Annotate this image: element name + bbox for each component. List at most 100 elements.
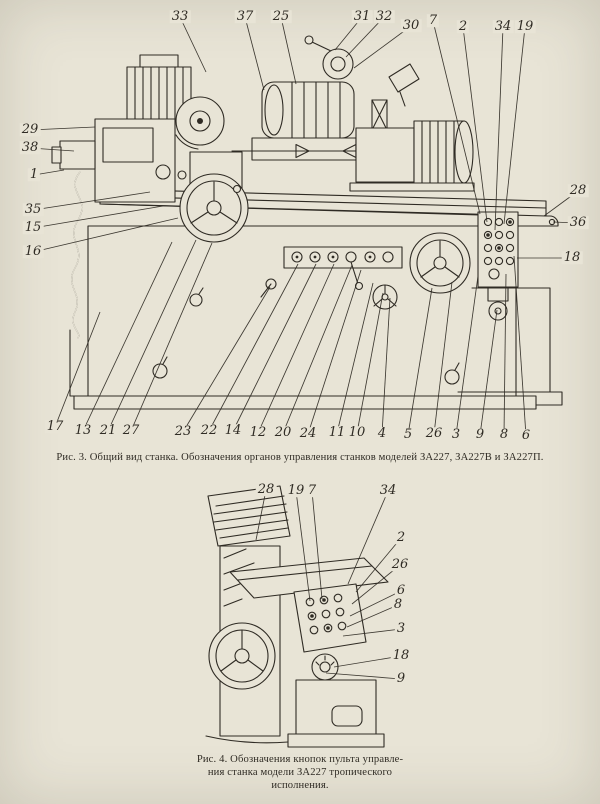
leader-line-19 <box>503 26 526 225</box>
leader-line-8 <box>503 273 507 436</box>
callout-35: 35 <box>22 202 44 218</box>
callout-18: 18 <box>390 648 412 664</box>
leader-line-27 <box>130 242 213 432</box>
callout-4: 4 <box>375 426 389 442</box>
leader-line-6 <box>513 255 527 437</box>
table-top <box>229 557 389 599</box>
callout-2: 2 <box>394 530 408 546</box>
callout-30: 30 <box>400 18 422 34</box>
leader-line-2 <box>462 26 488 223</box>
callout-32: 32 <box>373 9 395 25</box>
fig3-leader-lines <box>29 16 579 437</box>
callout-25: 25 <box>270 9 292 25</box>
callout-21: 21 <box>97 423 119 439</box>
callout-20: 20 <box>272 425 294 441</box>
leader-line-3 <box>342 628 402 637</box>
callout-8: 8 <box>391 597 405 613</box>
front-control-strip <box>260 246 403 298</box>
push-button-station <box>477 211 519 321</box>
leader-line-24 <box>307 269 362 435</box>
leader-line-30 <box>353 25 412 69</box>
callout-26: 26 <box>423 426 445 442</box>
base-pedestal <box>205 679 385 748</box>
figure-4-caption-line-3: исполнения. <box>271 780 329 791</box>
callout-19: 19 <box>514 19 536 35</box>
leader-line-20 <box>282 264 353 434</box>
callout-8: 8 <box>497 427 511 443</box>
callout-12: 12 <box>247 425 269 441</box>
leader-line-21 <box>107 239 197 432</box>
callout-29: 29 <box>19 122 41 138</box>
callout-10: 10 <box>346 425 368 441</box>
callout-6: 6 <box>519 428 533 444</box>
leader-line-12 <box>257 263 335 434</box>
callout-15: 15 <box>22 220 44 236</box>
figure-4-caption: Рис. 4. Обозначения кнопок пульта управл… <box>0 753 600 792</box>
callout-13: 13 <box>72 423 94 439</box>
leader-line-32 <box>345 16 385 58</box>
feed-crank <box>372 284 398 310</box>
handwheel-cross-feed <box>409 232 471 294</box>
leader-line-9 <box>325 672 402 680</box>
callout-18: 18 <box>561 250 583 266</box>
fig4-leader-lines <box>255 489 402 680</box>
leader-line-29 <box>29 126 96 131</box>
leader-line-22 <box>208 263 299 432</box>
leader-line-4 <box>381 297 391 435</box>
leader-line-11 <box>336 282 374 434</box>
leader-line-6 <box>349 590 402 617</box>
leader-line-18 <box>333 655 402 668</box>
leader-line-25 <box>280 16 297 85</box>
leader-line-14 <box>232 263 317 432</box>
callout-34: 34 <box>492 19 514 35</box>
leader-line-16 <box>32 217 179 253</box>
callout-31: 31 <box>351 9 373 25</box>
leader-line-13 <box>82 241 173 432</box>
leader-line-33 <box>179 16 207 73</box>
callout-26: 26 <box>389 557 411 573</box>
callout-6: 6 <box>394 583 408 599</box>
leader-line-19 <box>295 490 311 602</box>
callout-7: 7 <box>305 483 319 499</box>
callout-38: 38 <box>19 140 41 156</box>
machine-overview-drawing <box>51 35 563 410</box>
callout-14: 14 <box>222 423 244 439</box>
callout-3: 3 <box>394 621 408 637</box>
leader-line-35 <box>32 191 151 211</box>
callout-33: 33 <box>169 9 191 25</box>
figure-3-caption-text: Рис. 3. Общий вид станка. Обозначения ор… <box>56 452 544 463</box>
tailstock-and-motor <box>349 63 475 192</box>
callout-5: 5 <box>401 427 415 443</box>
callout-24: 24 <box>297 426 319 442</box>
callout-37: 37 <box>234 9 256 25</box>
figure-4-caption-line-1: Рис. 4. Обозначения кнопок пульта управл… <box>196 754 404 765</box>
leader-line-9 <box>479 309 498 436</box>
callout-1: 1 <box>27 167 41 183</box>
leader-line-15 <box>32 205 164 229</box>
handwheel-headstock <box>179 151 249 243</box>
callout-23: 23 <box>172 424 194 440</box>
callout-34: 34 <box>377 483 399 499</box>
leader-line-23 <box>182 286 271 433</box>
leader-line-3 <box>455 275 479 436</box>
figure-3-caption: Рис. 3. Общий вид станка. Обозначения ор… <box>0 451 600 464</box>
callout-19: 19 <box>285 483 307 499</box>
leader-line-2 <box>355 537 402 593</box>
leader-line-28 <box>255 489 267 541</box>
callout-2: 2 <box>456 19 470 35</box>
callout-22: 22 <box>198 423 220 439</box>
coolant-hose <box>51 140 96 339</box>
leader-line-8 <box>346 604 399 628</box>
callout-9: 9 <box>473 427 487 443</box>
leader-line-17 <box>54 311 101 428</box>
leader-line-7 <box>311 490 323 600</box>
callout-9: 9 <box>394 671 408 687</box>
callout-7: 7 <box>426 13 440 29</box>
callout-11: 11 <box>326 425 348 441</box>
figure-4-caption-line-2: ния станка модели ЗА227 тропического <box>207 767 393 778</box>
headstock-assembly <box>94 54 225 203</box>
